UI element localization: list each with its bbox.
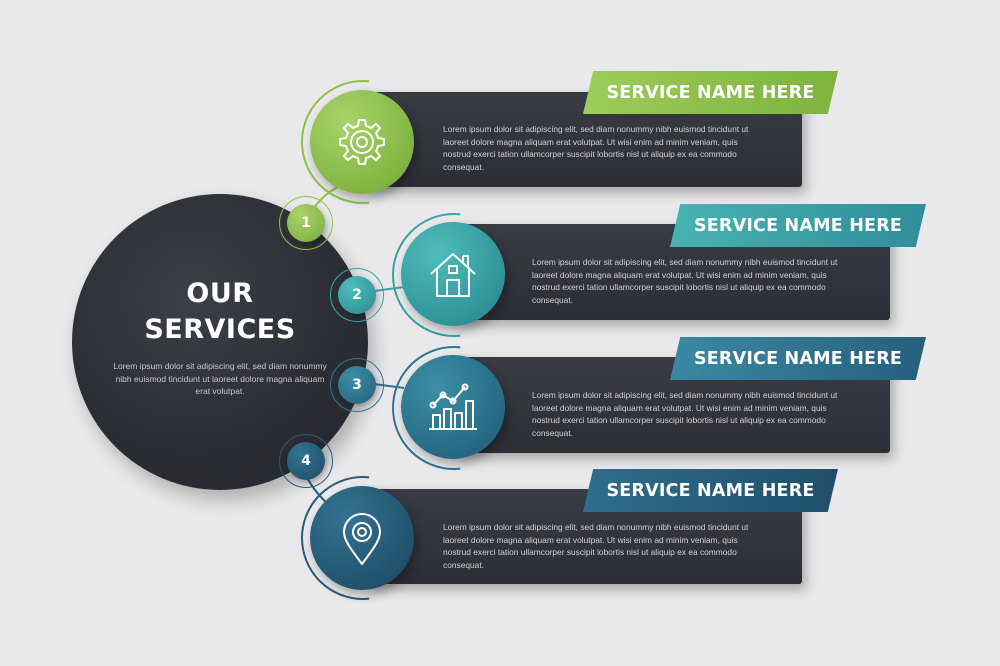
service-1-description: Lorem ipsum dolor sit adipiscing elit, s…	[443, 124, 749, 172]
step-3-badge: 3	[338, 366, 376, 404]
bar-chart-icon	[429, 383, 477, 430]
service-1-title-tab: SERVICE NAME HERE	[583, 71, 838, 114]
service-3-title: SERVICE NAME HERE	[693, 348, 903, 369]
service-4-icon-circle	[310, 486, 414, 590]
hub-title-line-2: SERVICES	[144, 314, 296, 345]
gear-icon	[339, 119, 385, 165]
step-3-ring	[330, 358, 384, 412]
service-2-title: SERVICE NAME HERE	[693, 215, 903, 236]
step-2-ring	[330, 268, 384, 322]
location-pin-icon	[343, 513, 381, 565]
hub-description: Lorem ipsum dolor sit adipiscing elit, s…	[113, 361, 327, 396]
step-1-ring	[279, 196, 333, 250]
service-2-title-tab: SERVICE NAME HERE	[670, 204, 926, 247]
step-2-badge: 2	[338, 276, 376, 314]
service-4-title: SERVICE NAME HERE	[606, 480, 815, 501]
service-1-icon-circle	[310, 90, 414, 194]
service-4-description: Lorem ipsum dolor sit adipiscing elit, s…	[443, 522, 749, 570]
service-2-description: Lorem ipsum dolor sit adipiscing elit, s…	[532, 257, 838, 305]
service-2-icon-circle	[401, 222, 505, 326]
step-1-badge: 1	[287, 204, 325, 242]
service-3-description: Lorem ipsum dolor sit adipiscing elit, s…	[532, 390, 838, 438]
step-3-number: 3	[352, 377, 362, 393]
step-4-ring	[279, 434, 333, 488]
service-3-icon-circle	[401, 355, 505, 459]
hub-title: OUR SERVICES	[72, 276, 368, 348]
step-4-badge: 4	[287, 442, 325, 480]
hub-title-line-1: OUR	[186, 278, 254, 309]
service-1-title: SERVICE NAME HERE	[606, 82, 815, 103]
step-1-number: 1	[301, 215, 311, 231]
home-icon	[430, 253, 476, 297]
step-4-number: 4	[301, 453, 311, 469]
service-3-title-tab: SERVICE NAME HERE	[670, 337, 926, 380]
step-2-number: 2	[352, 287, 362, 303]
service-4-title-tab: SERVICE NAME HERE	[583, 469, 838, 512]
